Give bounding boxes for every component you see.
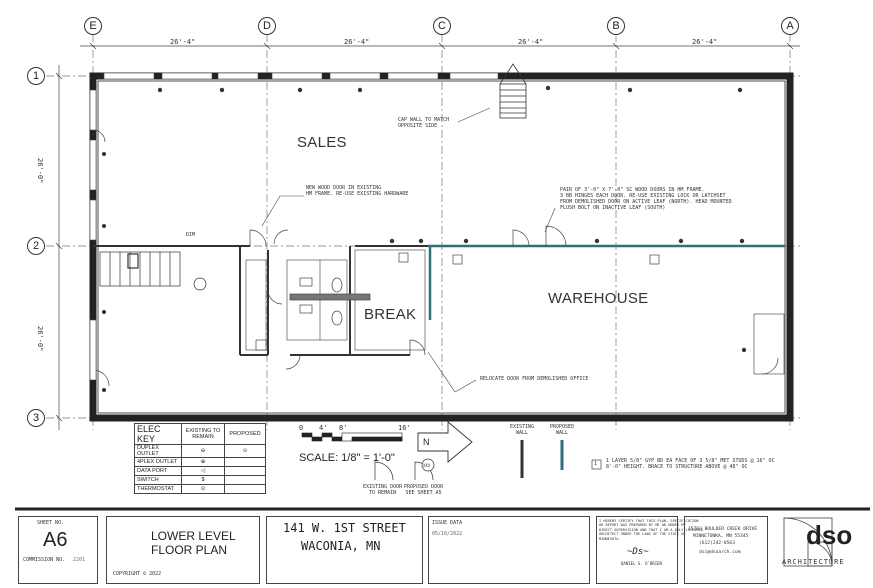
legend-existing-wall: EXISTING WALL (510, 424, 535, 436)
north-wall-openings (103, 72, 499, 80)
elec-key-col-existing: EXISTING TO REMAIN (181, 423, 225, 445)
note-pair-doors: PAIR OF 3'-0" X 7'-0" SC WOOD DOORS IN H… (560, 187, 732, 211)
title-block-firm: 15703 BOULDER CREEK DRIVE MINNETONKA, MN… (684, 516, 768, 584)
elec-key-item: DUPLEX OUTLET (134, 444, 182, 458)
note-cap-wall: CAP WALL TO MATCH OPPOSITE SIDE (398, 117, 450, 129)
room-label-break: BREAK (364, 306, 417, 323)
elec-key-table: ELEC KEY EXISTING TO REMAIN PROPOSED DUP… (134, 423, 266, 494)
scale-label: SCALE: 1/8" = 1'-0" (299, 452, 395, 464)
dim-switch-tag: DIM (186, 232, 196, 238)
scale-tick-0: 0 (299, 424, 304, 432)
elec-key-item: SWITCH (134, 475, 182, 485)
sheet-title-line-1: LOWER LEVEL (151, 529, 236, 543)
title-block-sheet-title: LOWER LEVEL FLOOR PLAN COPYRIGHT © 2022 (106, 516, 260, 584)
proposed-walls (428, 244, 785, 320)
elec-key-item: THERMOSTAT (134, 484, 182, 494)
firm-logo-text: dso (806, 520, 853, 550)
grid-bubble-B: B (607, 17, 625, 35)
north-label: N (423, 437, 430, 447)
firm-address-2: MINNETONKA, MN 55345 (693, 534, 749, 539)
note-new-door: NEW WOOD DOOR IN EXISTING HM FRAME. RE-U… (306, 185, 409, 197)
wall-tag-legend (591, 459, 602, 470)
wall-type-tags (398, 252, 660, 265)
title-block-sheet-no: SHEET NO. A6 COMMISSION NO. 2201 (18, 516, 98, 584)
duplex-outlet-proposed-icon: ⊖ (224, 444, 266, 458)
dim-E-D: 26'-4" (170, 38, 196, 46)
grid-bubble-E: E (84, 17, 102, 35)
grid-bubble-D: D (258, 17, 276, 35)
dim-C-B: 26'-4" (518, 38, 544, 46)
firm-address-1: 15703 BOULDER CREEK DRIVE (688, 527, 758, 532)
legend-door-samples (374, 458, 435, 481)
sheet-title-line-2: FLOOR PLAN (151, 543, 228, 557)
note-wall-type: 1 LAYER 5/8" GYP BD EA FACE OF 3 5/8" ME… (606, 458, 775, 470)
architect-signature: ~Ds~ (627, 547, 649, 557)
grid-bubble-A: A (781, 17, 799, 35)
north-arrow (417, 421, 473, 463)
legend-proposed-door: PROPOSED DOOR SEE SHEET A5 (404, 484, 444, 496)
restroom-fixtures (255, 277, 371, 351)
note-leaders (261, 107, 556, 393)
project-address-1: 141 W. 1ST STREET (283, 521, 406, 535)
project-address-2: WACONIA, MN (301, 539, 381, 553)
grid-bubble-1: 1 (27, 67, 45, 85)
dim-1-2: 26'-0" (36, 158, 44, 184)
copyright: COPYRIGHT © 2022 (113, 571, 162, 577)
legend-existing-door: EXISTING DOOR TO REMAIN (363, 484, 403, 496)
commission-no: 2201 (73, 557, 86, 563)
elec-key-title: ELEC KEY (134, 423, 182, 445)
thermostat-icon: ⊙ (181, 484, 225, 494)
elec-key-item: 4PLEX OUTLET (134, 457, 182, 467)
note-relocate-door: RELOCATE DOOR FROM DEMOLISHED OFFICE (480, 376, 589, 382)
architect-name: DANIEL S. O'BRIEN (621, 561, 662, 566)
wall-type-tag-number: 1 (594, 461, 598, 467)
room-label-warehouse: WAREHOUSE (548, 290, 649, 307)
scale-bar (301, 432, 403, 442)
sheet-no-label: SHEET NO. (37, 520, 65, 526)
switch-icon: $ (181, 475, 225, 485)
elec-key-item: DATA PORT (134, 466, 182, 476)
grid-bubble-2: 2 (27, 237, 45, 255)
grid-bubble-C: C (433, 17, 451, 35)
dso-logo-icon (783, 517, 833, 567)
data-port-icon: ◁ (181, 466, 225, 476)
sheet-no: A6 (43, 529, 68, 551)
firm-email: dsi@dsoarch.com (699, 550, 741, 555)
west-wall-openings (89, 89, 97, 381)
commission-label: COMMISSION NO. (23, 557, 66, 563)
title-block-address: 141 W. 1ST STREET WACONIA, MN (266, 516, 423, 584)
legend-door-tag: XXX (423, 463, 431, 468)
room-label-sales: SALES (297, 134, 347, 151)
scale-tick-4: 4' (319, 424, 328, 432)
interior-existing-walls (93, 245, 430, 356)
door-swings (92, 129, 779, 387)
duplex-outlet-icon: ⊖ (181, 444, 225, 458)
scale-tick-8: 8' (339, 424, 348, 432)
west-stair (99, 251, 207, 291)
issue-date: 05/10/2022 (432, 531, 463, 537)
firm-logo-subtitle: ARCHITECTURE (782, 558, 845, 566)
elec-key-col-proposed: PROPOSED (224, 423, 266, 445)
issue-label: ISSUE DATA (432, 520, 463, 526)
quad-outlet-icon: ⊕ (181, 457, 225, 467)
legend-wall-samples (520, 440, 564, 478)
dimension-lines (55, 42, 800, 430)
electrical-symbols (102, 85, 747, 392)
certification-text: I HEREBY CERTIFY THAT THIS PLAN, SPECIFI… (599, 519, 703, 541)
legend-proposed-wall: PROPOSED WALL (550, 424, 575, 436)
dim-2-3: 26'-0" (36, 326, 44, 352)
firm-phone: (612)242-0563 (699, 541, 735, 546)
title-block-certification: I HEREBY CERTIFY THAT THIS PLAN, SPECIFI… (596, 516, 703, 584)
north-stair (499, 63, 527, 119)
grid-lines (46, 34, 800, 430)
scale-tick-16: 16' (398, 424, 411, 432)
title-block-issue: ISSUE DATA 05/10/2022 (428, 516, 590, 584)
dim-D-C: 26'-4" (344, 38, 370, 46)
dim-B-A: 26'-4" (692, 38, 718, 46)
grid-bubble-3: 3 (27, 409, 45, 427)
